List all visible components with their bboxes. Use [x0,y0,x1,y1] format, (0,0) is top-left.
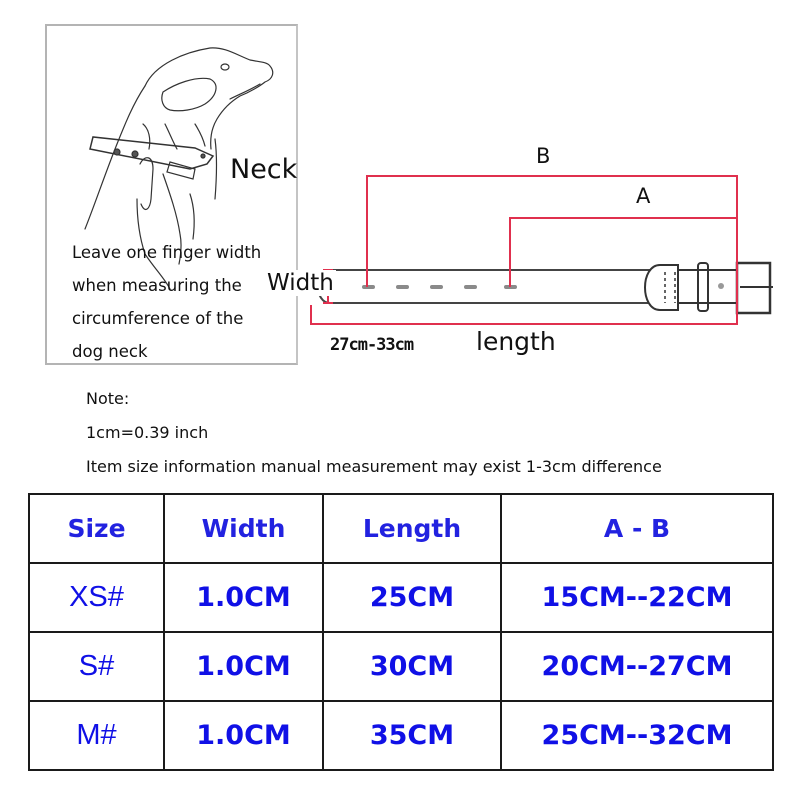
instruction-line: circumference of the [72,309,244,328]
measurement-instruction: Leave one finger width when measuring th… [72,236,292,368]
header-length: Length [322,493,502,564]
table-row: XS# 1.0CM 25CM 15CM--22CM [28,562,774,633]
length-range-label: 27cm-33cm [330,335,414,355]
dog-illustration-frame [45,24,298,365]
width-label: Width [265,270,336,296]
cell-size: XS# [28,562,165,633]
a-dimension-label: A [636,184,651,208]
table-row: S# 1.0CM 30CM 20CM--27CM [28,631,774,702]
note-conversion: 1cm=0.39 inch [86,423,209,442]
cell-width: 1.0CM [163,631,324,702]
dog-neck-illustration [84,47,274,290]
instruction-line: Leave one finger width [72,243,262,262]
b-dimension-label: B [536,144,551,168]
table-header-row: Size Width Length A - B [28,493,774,564]
collar-diagram [310,175,773,325]
cell-size: M# [28,700,165,771]
note-disclaimer: Item size information manual measurement… [86,457,662,476]
header-width: Width [163,493,324,564]
cell-length: 30CM [322,631,502,702]
table-row: M# 1.0CM 35CM 25CM--32CM [28,700,774,771]
length-label: length [476,327,556,356]
cell-width: 1.0CM [163,562,324,633]
header-size: Size [28,493,165,564]
header-a-b: A - B [500,493,774,564]
notes-section: Note: 1cm=0.39 inch Item size informatio… [86,382,662,484]
cell-a-b: 20CM--27CM [500,631,774,702]
size-table: Size Width Length A - B XS# 1.0CM 25CM 1… [28,493,774,771]
cell-length: 35CM [322,700,502,771]
instruction-line: when measuring the [72,276,242,295]
note-title: Note: [86,389,130,408]
cell-a-b: 25CM--32CM [500,700,774,771]
cell-size: S# [28,631,165,702]
instruction-line: dog neck [72,342,148,361]
cell-a-b: 15CM--22CM [500,562,774,633]
cell-width: 1.0CM [163,700,324,771]
cell-length: 25CM [322,562,502,633]
neck-label: Neck [230,154,298,185]
